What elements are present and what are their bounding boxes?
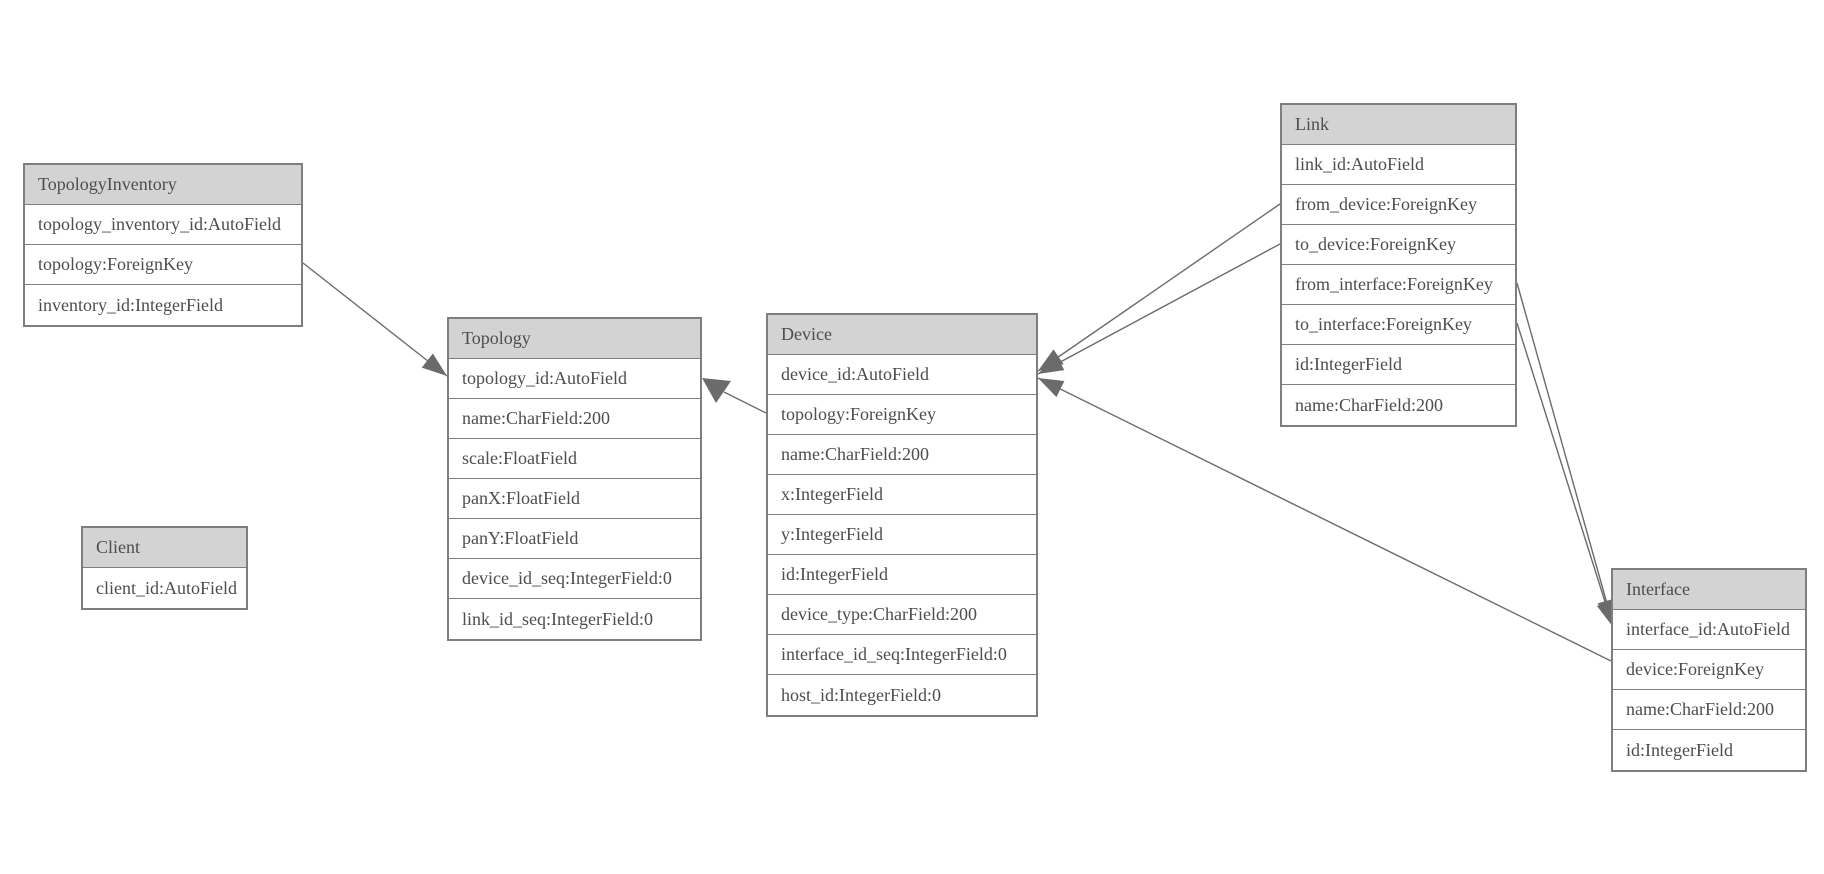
field-row-link-id: id:IntegerField bbox=[1282, 345, 1515, 385]
field-row-device-y: y:IntegerField bbox=[768, 515, 1036, 555]
field-row-topology-pany: panY:FloatField bbox=[449, 519, 700, 559]
field-row-device-x: x:IntegerField bbox=[768, 475, 1036, 515]
relationship-line-topologyinventory-topology-to-topology bbox=[302, 262, 448, 377]
arrowhead-icon-interface-device-to-device bbox=[1038, 378, 1065, 398]
arrowhead-icon-link-to-device-to-device bbox=[1038, 354, 1065, 374]
field-row-topologyinventory-inventory-id: inventory_id:IntegerField bbox=[25, 285, 301, 325]
field-row-topology-name: name:CharField:200 bbox=[449, 399, 700, 439]
relationship-line-device-topology-to-topology bbox=[723, 391, 767, 414]
table-title-link: Link bbox=[1282, 105, 1515, 145]
field-row-device-topology: topology:ForeignKey bbox=[768, 395, 1036, 435]
field-row-device-id: id:IntegerField bbox=[768, 555, 1036, 595]
table-title-topology: Topology bbox=[449, 319, 700, 359]
field-row-topology-panx: panX:FloatField bbox=[449, 479, 700, 519]
field-row-device-interface-id-seq: interface_id_seq:IntegerField:0 bbox=[768, 635, 1036, 675]
arrowhead-icon-topologyinventory-topology-to-topology bbox=[421, 353, 447, 376]
field-row-interface-interface-id: interface_id:AutoField bbox=[1613, 610, 1805, 650]
field-row-topology-link-id-seq: link_id_seq:IntegerField:0 bbox=[449, 599, 700, 639]
field-row-interface-device: device:ForeignKey bbox=[1613, 650, 1805, 690]
table-title-topologyinventory: TopologyInventory bbox=[25, 165, 301, 205]
field-row-device-device-type: device_type:CharField:200 bbox=[768, 595, 1036, 635]
field-row-device-device-id: device_id:AutoField bbox=[768, 355, 1036, 395]
relationship-line-link-from-interface-to-interface bbox=[1516, 282, 1614, 626]
table-title-device: Device bbox=[768, 315, 1036, 355]
field-row-link-link-id: link_id:AutoField bbox=[1282, 145, 1515, 185]
arrowhead-icon-link-to-interface-to-interface bbox=[1596, 600, 1615, 627]
field-row-topologyinventory-topology: topology:ForeignKey bbox=[25, 245, 301, 285]
table-title-client: Client bbox=[83, 528, 246, 568]
field-row-client-client-id: client_id:AutoField bbox=[83, 568, 246, 608]
field-row-link-to-interface: to_interface:ForeignKey bbox=[1282, 305, 1515, 345]
relationship-line-link-to-device-to-device bbox=[1037, 243, 1281, 375]
field-row-topologyinventory-topology-inventory-id: topology_inventory_id:AutoField bbox=[25, 205, 301, 245]
arrowhead-icon-device-topology-to-topology bbox=[702, 378, 731, 403]
field-row-topology-topology-id: topology_id:AutoField bbox=[449, 359, 700, 399]
relationship-line-link-to-interface-to-interface bbox=[1516, 322, 1614, 628]
field-row-interface-id: id:IntegerField bbox=[1613, 730, 1805, 770]
relationship-line-link-from-device-to-device bbox=[1037, 203, 1281, 372]
field-row-device-name: name:CharField:200 bbox=[768, 435, 1036, 475]
field-row-link-from-interface: from_interface:ForeignKey bbox=[1282, 265, 1515, 305]
field-row-link-name: name:CharField:200 bbox=[1282, 385, 1515, 425]
field-row-interface-name: name:CharField:200 bbox=[1613, 690, 1805, 730]
table-title-interface: Interface bbox=[1613, 570, 1805, 610]
field-row-link-to-device: to_device:ForeignKey bbox=[1282, 225, 1515, 265]
field-row-link-from-device: from_device:ForeignKey bbox=[1282, 185, 1515, 225]
field-row-device-host-id: host_id:IntegerField:0 bbox=[768, 675, 1036, 715]
field-row-topology-scale: scale:FloatField bbox=[449, 439, 700, 479]
field-row-topology-device-id-seq: device_id_seq:IntegerField:0 bbox=[449, 559, 700, 599]
relationship-line-interface-device-to-device bbox=[1037, 377, 1612, 662]
